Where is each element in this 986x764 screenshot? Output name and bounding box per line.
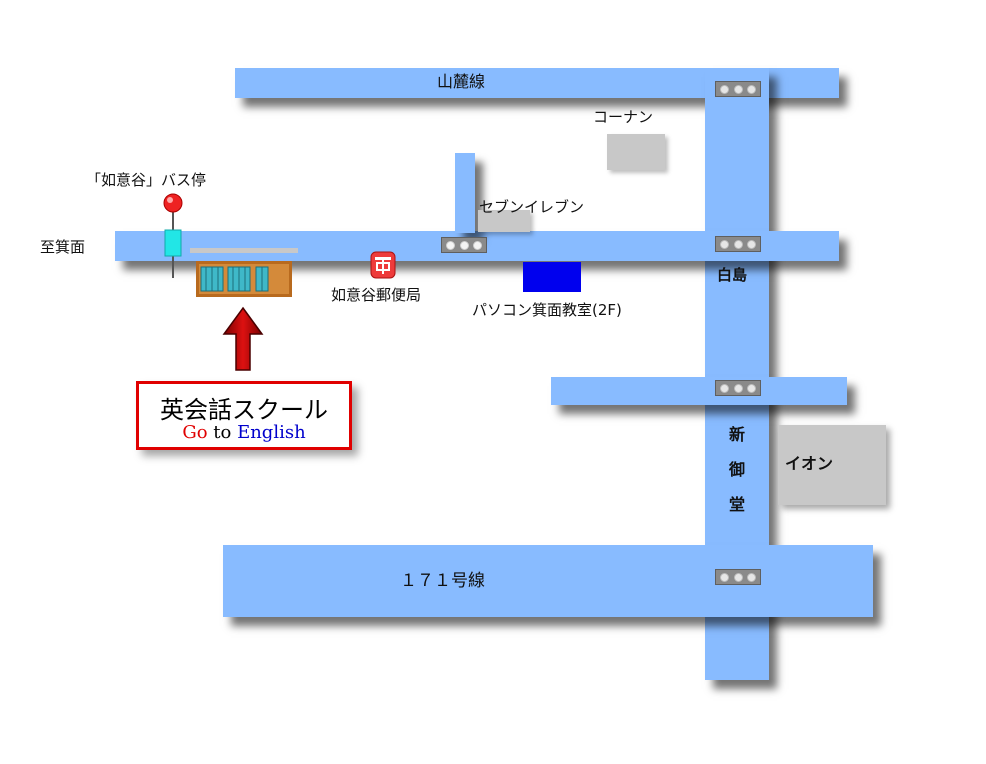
english-text: English — [237, 422, 306, 443]
traffic-signal-icon — [441, 237, 487, 253]
place-label-post-office: 如意谷郵便局 — [331, 286, 422, 304]
road-label-route-171: １７１号線 — [400, 571, 485, 591]
place-label-aeon: イオン — [785, 454, 834, 473]
road-seven-eleven-branch — [455, 153, 475, 233]
school-building-icon — [190, 248, 298, 297]
traffic-signal-icon — [715, 569, 761, 585]
konan-building — [607, 134, 665, 170]
bus-stop-pin-icon — [163, 193, 183, 278]
to-text: to — [213, 422, 232, 443]
seven-eleven-building — [478, 210, 530, 232]
place-label-pc-school: パソコン箕面教室(2F) — [472, 301, 622, 319]
place-label-seven-eleven: セブンイレブン — [479, 198, 585, 216]
place-label-shinmido-3: 堂 — [728, 495, 745, 514]
up-arrow-icon — [222, 306, 264, 371]
place-label-konan: コーナン — [593, 108, 654, 126]
school-sign-link[interactable]: 英会話スクール Go to English — [136, 381, 352, 450]
go-to-english-link[interactable]: Go to English — [139, 422, 349, 443]
place-label-shirashima: 白島 — [717, 266, 748, 284]
place-label-to-minoh: 至箕面 — [40, 238, 86, 256]
traffic-signal-icon — [715, 81, 761, 97]
pc-school-marker — [523, 262, 581, 292]
aeon-building — [778, 425, 886, 505]
traffic-signal-icon — [715, 236, 761, 252]
road-label-sanroku-line: 山麓線 — [437, 72, 486, 91]
go-text: Go — [182, 422, 208, 443]
road-route-171 — [223, 545, 873, 617]
place-label-shinmido-1: 新 — [728, 425, 745, 444]
post-office-icon — [370, 251, 396, 279]
school-name: 英会話スクール — [160, 396, 328, 424]
place-label-shinmido-2: 御 — [728, 460, 745, 479]
road-middle-east-west — [551, 377, 847, 405]
traffic-signal-icon — [715, 380, 761, 396]
place-label-bus-stop: 「如意谷」バス停 — [86, 171, 207, 189]
